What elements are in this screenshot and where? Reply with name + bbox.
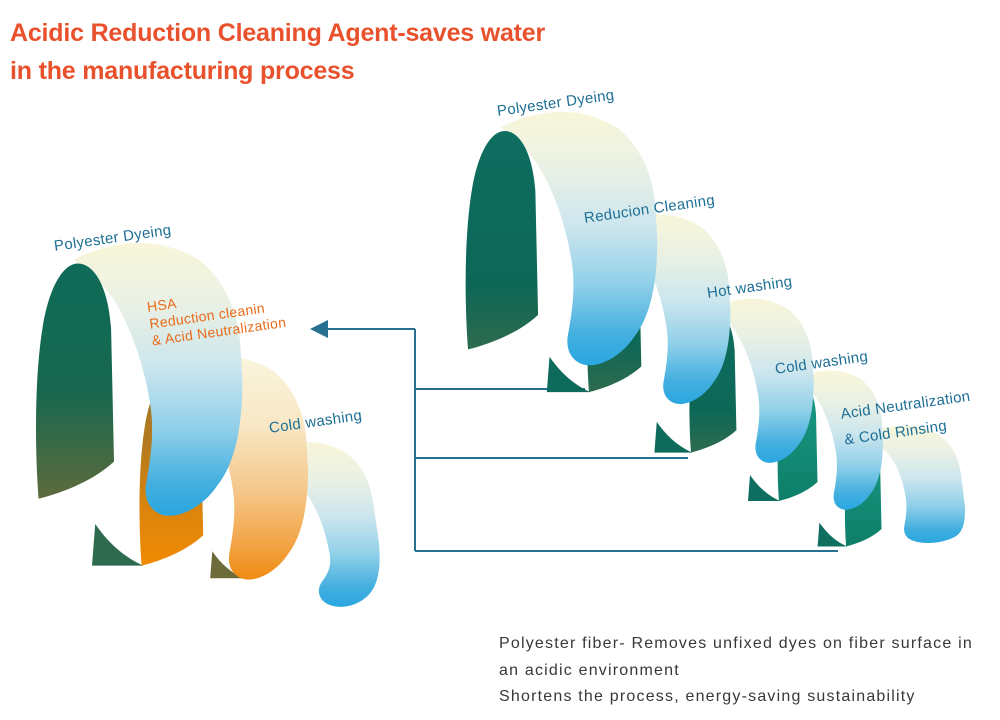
wave-right-polyester-dyeing: [465, 111, 658, 366]
arrow-left-icon: [310, 320, 328, 338]
wave-left-polyester-dyeing: [35, 242, 243, 516]
page-title-line-1: Acidic Reduction Cleaning Agent-saves wa…: [10, 19, 546, 47]
footnote-line-2: an acidic environment: [499, 661, 680, 679]
footnote-line-3: Shortens the process, energy-saving sust…: [499, 688, 916, 705]
replacement-connector: [310, 320, 838, 552]
footnote: Polyester fiber- Removes unfixed dyes on…: [499, 631, 973, 711]
page-title-line-2: in the manufacturing process: [10, 57, 355, 85]
page-title: Acidic Reduction Cleaning Agent-saves wa…: [10, 14, 545, 90]
footnote-line-1: Polyester fiber- Removes unfixed dyes on…: [499, 635, 973, 652]
